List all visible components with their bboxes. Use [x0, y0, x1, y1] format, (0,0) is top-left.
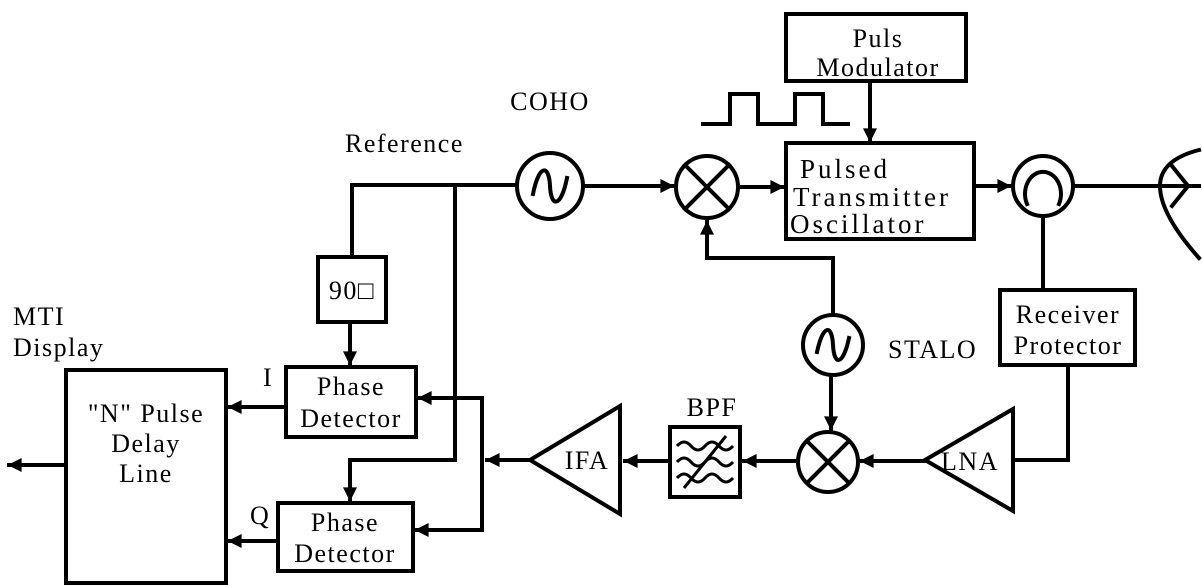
phase-detector-i-label-line2: Detector: [300, 404, 402, 433]
phase-detector-i-block: Phase Detector: [284, 365, 418, 439]
antenna-feed-strut: [1169, 183, 1191, 209]
ifa-triangle: [526, 402, 622, 518]
receiver-protector-block: Receiver Protector: [998, 288, 1137, 367]
protector-to-lna-line: [1011, 363, 1070, 462]
phase-detector-q-label-line2: Detector: [294, 539, 396, 568]
phase-shifter-box: [316, 255, 388, 324]
puls-modulator-block: Puls Modulator: [784, 12, 968, 83]
phase-detector-i-box: [284, 365, 418, 439]
phase-detector-i-label-line1: Phase: [317, 372, 385, 401]
delay-line-label-line1: "N" Pulse: [88, 399, 204, 428]
circulator-circle: [1011, 154, 1075, 218]
bpf-wave-icon: [675, 440, 735, 452]
lna-label: LNA: [941, 447, 999, 476]
stalo-to-upconversion-mixer-arrow: [700, 220, 835, 317]
phase-detector-q-box: [276, 501, 415, 573]
channel-q-label: Q: [250, 501, 270, 530]
antenna-dish-icon: [1157, 147, 1202, 261]
lna-triangle: [921, 405, 1015, 515]
lna-amplifier: LNA: [921, 405, 1015, 515]
receiver-protector-box: [998, 288, 1137, 367]
puls-modulator-box: [784, 12, 968, 83]
stalo-oscillator: [801, 313, 865, 377]
coho-oscillator: [515, 151, 585, 221]
bandpass-filter-icon: [668, 425, 742, 499]
stalo-label: STALO: [888, 335, 977, 364]
phase-detector-q-label-line1: Phase: [311, 508, 379, 537]
pulsed-transmitter-label-line3: Oscillator: [790, 209, 926, 239]
pulsed-transmitter-label-line2: Transmitter: [793, 182, 951, 212]
pulsed-transmitter-label-line1: Pulsed: [800, 154, 890, 184]
delay-line-label-line3: Line: [119, 459, 173, 488]
pulse-train-waveform-icon: [701, 92, 850, 126]
pulse-delay-line-box: [64, 368, 228, 585]
phase-shifter-block: 90□: [316, 255, 388, 324]
coho-label: COHO: [510, 87, 590, 116]
puls-modulator-label-line1: Puls: [853, 24, 904, 53]
mti-display-label-line1: MTI: [13, 302, 65, 331]
circulator: [1011, 154, 1075, 218]
phase-detector-q-block: Phase Detector: [276, 501, 415, 573]
upconversion-mixer: [674, 154, 740, 220]
puls-modulator-label-line2: Modulator: [816, 53, 939, 82]
coho-sine-wave-icon: [530, 168, 570, 204]
receiver-protector-label-line2: Protector: [1014, 331, 1123, 360]
circulator-arc-icon: [1023, 169, 1063, 207]
bpf-slash-icon: [682, 435, 728, 489]
pulsed-transmitter-box: [784, 141, 976, 241]
reference-to-detector-q-line: [348, 183, 457, 462]
pulse-delay-line-block: "N" Pulse Delay Line: [64, 368, 228, 585]
delay-line-label-line2: Delay: [111, 429, 181, 458]
stalo-sine-wave-icon: [814, 328, 852, 362]
antenna-feed-strut: [1169, 163, 1191, 189]
if-amplifier: IFA: [526, 402, 622, 518]
phase-shifter-label: 90□: [329, 276, 375, 305]
mixer-cross-icon: [804, 438, 852, 486]
channel-i-label: I: [263, 363, 273, 392]
ifa-label: IFA: [565, 446, 609, 475]
pulsed-transmitter-oscillator-block: Pulsed Transmitter Oscillator: [784, 141, 976, 241]
bpf-label: BPF: [687, 393, 738, 422]
downconversion-mixer: [796, 430, 860, 494]
bpf-wave-icon: [675, 472, 735, 484]
mti-display-label-line2: Display: [13, 333, 104, 362]
mixer-cross-icon: [682, 162, 732, 212]
reference-label: Reference: [345, 129, 464, 158]
antenna-reflector: [1157, 147, 1202, 261]
receiver-protector-label-line1: Receiver: [1016, 300, 1120, 329]
